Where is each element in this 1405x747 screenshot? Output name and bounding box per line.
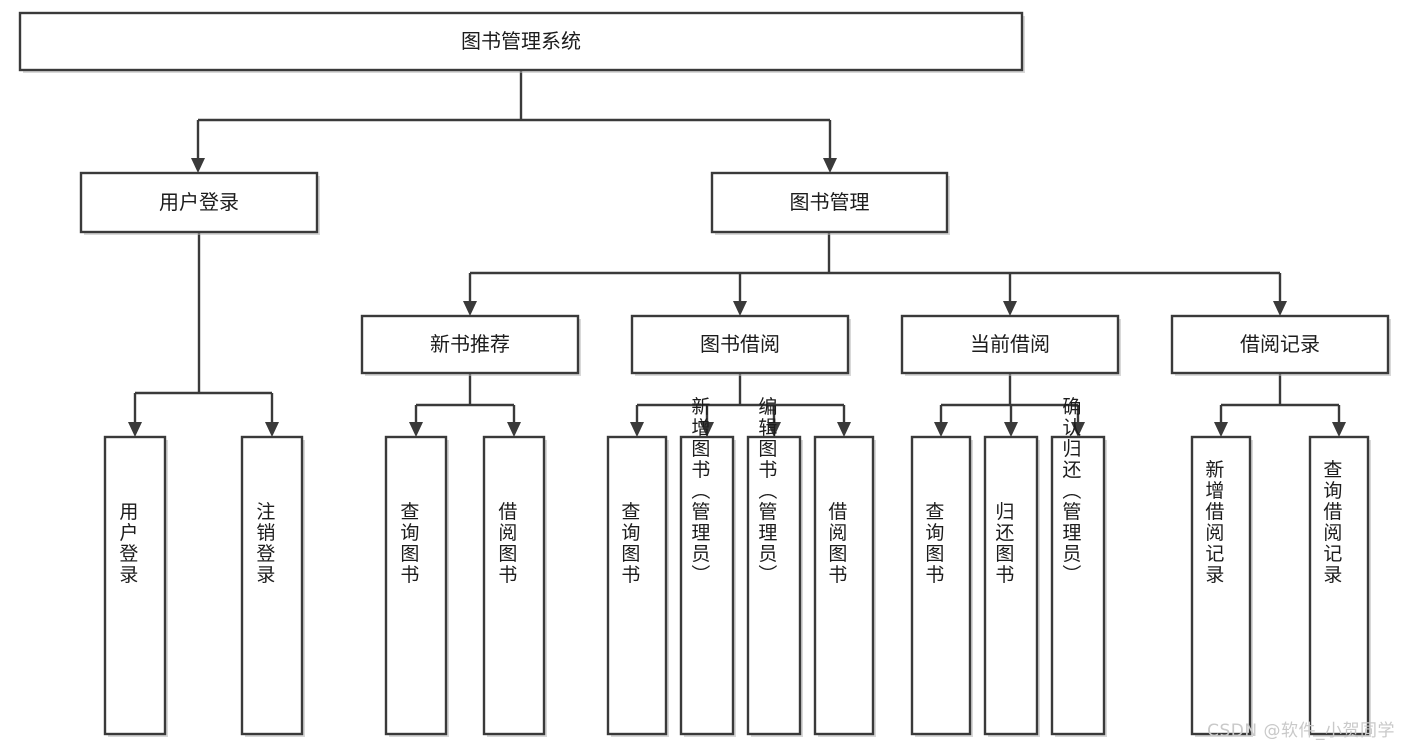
node-new-book-recommend[interactable]: 新书推荐	[360, 314, 581, 376]
node-leaf-query-borrow-record[interactable]: 查询借阅记录	[1308, 435, 1371, 737]
node-root[interactable]: 图书管理系统	[18, 11, 1025, 73]
arrow-head-icon	[463, 301, 477, 316]
node-label: 归还图书	[992, 501, 1014, 585]
arrow-head-icon	[630, 422, 644, 437]
node-leaf-user-login[interactable]: 用户登录	[103, 435, 168, 737]
node-label: 用户登录	[116, 502, 138, 586]
connector-root	[191, 70, 837, 173]
arrow-head-icon	[767, 422, 781, 437]
node-leaf-user-logout[interactable]: 注销登录	[240, 435, 305, 737]
arrow-head-icon	[700, 422, 714, 437]
node-box[interactable]	[679, 435, 735, 736]
node-box[interactable]	[384, 435, 448, 736]
node-box[interactable]	[746, 435, 802, 736]
node-user-login[interactable]: 用户登录	[79, 171, 320, 235]
arrow-head-icon	[733, 301, 747, 316]
csdn-watermark: CSDN @软件_小贺同学	[1207, 721, 1395, 741]
connector-new-book-recommend	[409, 373, 521, 437]
arrow-head-icon	[409, 422, 423, 437]
node-label: 图书借阅	[700, 332, 780, 356]
node-box[interactable]	[710, 171, 949, 234]
node-leaf-confirm-return-admin[interactable]: 确认归还（管理员）	[1050, 396, 1107, 737]
arrow-head-icon	[934, 422, 948, 437]
node-box[interactable]	[900, 314, 1120, 375]
node-box[interactable]	[910, 435, 972, 736]
arrow-head-icon	[823, 158, 837, 173]
node-label: 图书管理	[790, 190, 870, 214]
node-current-borrow[interactable]: 当前借阅	[900, 314, 1121, 376]
arrow-head-icon	[1273, 301, 1287, 316]
node-book-management[interactable]: 图书管理	[710, 171, 950, 235]
node-box[interactable]	[983, 435, 1039, 736]
node-borrow-record[interactable]: 借阅记录	[1170, 314, 1391, 376]
arrow-head-icon	[1071, 422, 1085, 437]
node-box[interactable]	[813, 435, 875, 736]
node-label: 图书管理系统	[461, 29, 581, 53]
node-label: 当前借阅	[970, 332, 1050, 356]
connector-user-login	[128, 232, 279, 437]
node-leaf-query-book-rec[interactable]: 查询图书	[384, 435, 449, 737]
node-book-borrow[interactable]: 图书借阅	[630, 314, 851, 376]
node-label: 新增图书（管理员）	[688, 396, 710, 585]
connector-book-management	[463, 232, 1287, 316]
node-box[interactable]	[630, 314, 850, 375]
arrow-head-icon	[128, 422, 142, 437]
node-box[interactable]	[103, 435, 167, 736]
node-leaf-add-book-admin[interactable]: 新增图书（管理员）	[679, 396, 736, 737]
node-leaf-return-book[interactable]: 归还图书	[983, 435, 1040, 737]
node-leaf-edit-book-admin[interactable]: 编辑图书（管理员）	[746, 396, 803, 737]
node-box[interactable]	[1170, 314, 1390, 375]
node-box[interactable]	[482, 435, 546, 736]
node-label: 新书推荐	[430, 332, 510, 356]
connector-borrow-record	[1214, 373, 1346, 437]
node-box[interactable]	[360, 314, 580, 375]
arrow-head-icon	[1004, 422, 1018, 437]
node-leaf-borrow-book-rec[interactable]: 借阅图书	[482, 435, 547, 737]
node-box[interactable]	[240, 435, 304, 736]
node-label: 查询图书	[618, 501, 640, 585]
node-leaf-query-book-borrow[interactable]: 查询图书	[606, 435, 669, 737]
node-box[interactable]	[606, 435, 668, 736]
node-label: 确认归还（管理员）	[1059, 396, 1081, 585]
node-box[interactable]	[79, 171, 319, 234]
node-label: 借阅记录	[1240, 332, 1320, 356]
arrow-head-icon	[1214, 422, 1228, 437]
node-label: 借阅图书	[495, 501, 517, 585]
connector-current-borrow	[934, 373, 1085, 437]
node-box[interactable]	[1308, 435, 1370, 736]
node-label: 新增借阅记录	[1202, 459, 1224, 585]
arrow-head-icon	[1003, 301, 1017, 316]
node-label: 用户登录	[159, 190, 239, 214]
arrow-head-icon	[191, 158, 205, 173]
node-box[interactable]	[18, 11, 1024, 72]
arrow-head-icon	[1332, 422, 1346, 437]
node-label: 查询图书	[397, 501, 419, 585]
node-box[interactable]	[1050, 435, 1106, 736]
arrow-head-icon	[265, 422, 279, 437]
node-leaf-add-borrow-record[interactable]: 新增借阅记录	[1190, 435, 1253, 737]
node-leaf-borrow-book[interactable]: 借阅图书	[813, 435, 876, 737]
node-box[interactable]	[1190, 435, 1252, 736]
node-label: 编辑图书（管理员）	[755, 396, 777, 585]
connector-book-borrow	[630, 373, 851, 437]
node-label: 查询图书	[922, 501, 944, 585]
node-label: 借阅图书	[825, 501, 847, 585]
connector-layer	[128, 70, 1346, 437]
node-label: 注销登录	[253, 501, 275, 585]
node-leaf-query-book-current[interactable]: 查询图书	[910, 435, 973, 737]
arrow-head-icon	[507, 422, 521, 437]
arrow-head-icon	[837, 422, 851, 437]
node-label: 查询借阅记录	[1320, 459, 1342, 585]
node-layer: 图书管理系统用户登录图书管理新书推荐图书借阅当前借阅借阅记录用户登录注销登录查询…	[18, 11, 1391, 737]
